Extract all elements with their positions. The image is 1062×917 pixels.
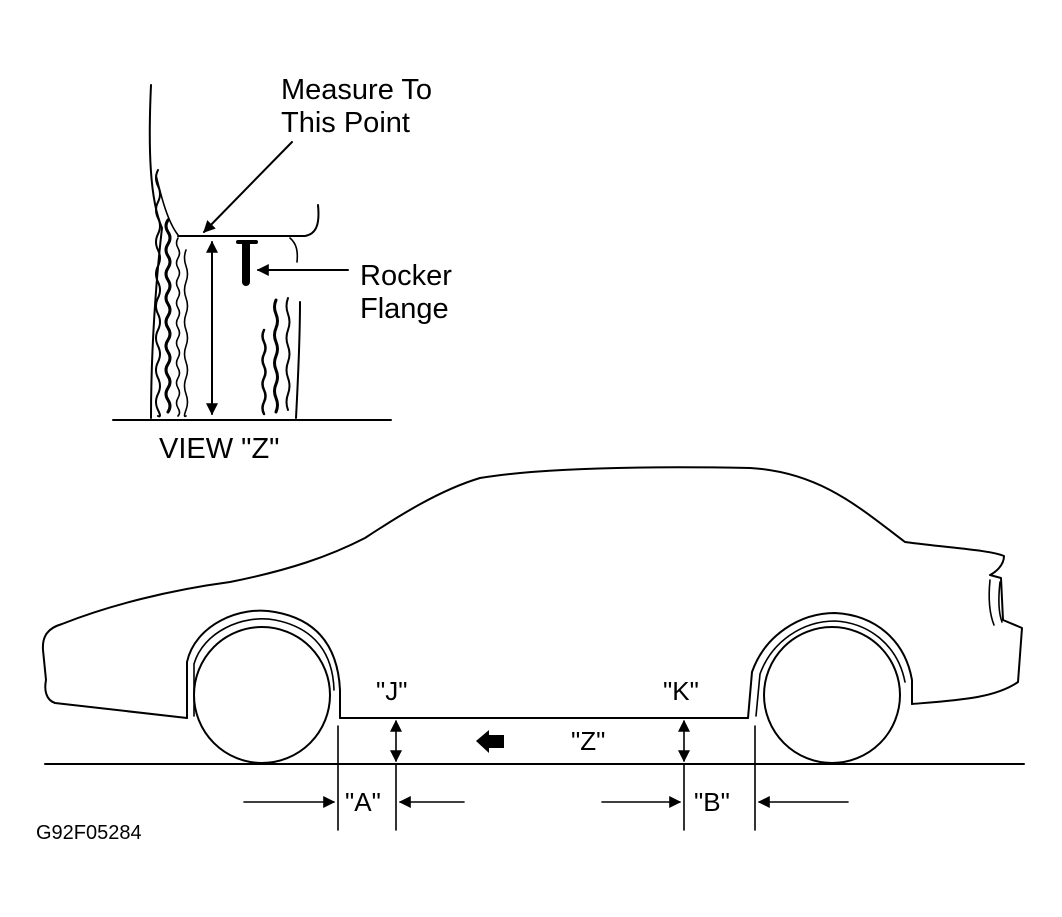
detail-tire-right-wave-3 xyxy=(285,297,291,411)
figure-id: G92F05284 xyxy=(36,822,142,844)
detail-tire-left-outline-inner xyxy=(155,174,179,236)
car-rear-bumper-detail xyxy=(988,579,1003,626)
detail-tire-left-wave-2 xyxy=(164,218,172,414)
view-caption: VIEW "Z" xyxy=(159,433,279,465)
rocker-label-line1: Rocker xyxy=(360,260,452,292)
detail-tire-left-wave-1 xyxy=(155,169,161,418)
detail-tire-left-outline xyxy=(148,84,163,419)
front-wheel-arch xyxy=(186,609,341,719)
detail-view-z: Measure To This Point Rocker Flange VIEW… xyxy=(112,74,452,465)
measure-point-leader-arrow xyxy=(203,141,293,233)
front-wheel xyxy=(193,626,331,764)
detail-tire-left-wave-3 xyxy=(175,237,181,417)
label-j: "J" xyxy=(376,676,407,706)
rear-wheel-arch xyxy=(747,612,913,719)
detail-rocker-panel xyxy=(177,204,320,237)
measure-label-line1: Measure To xyxy=(281,74,432,106)
label-a: "A" xyxy=(345,787,381,817)
front-wheel-arch-inner xyxy=(193,618,335,717)
measure-label-line2: This Point xyxy=(281,107,410,139)
label-b: "B" xyxy=(694,787,730,817)
label-k: "K" xyxy=(663,676,699,706)
forward-direction-arrow xyxy=(476,730,504,753)
detail-tire-right-wave-1 xyxy=(261,328,267,416)
rear-wheel xyxy=(763,626,901,764)
rear-wheel-arch-inner xyxy=(755,620,906,717)
detail-tire-right-outline xyxy=(295,301,301,419)
detail-tire-left-wave-4 xyxy=(183,249,189,418)
car-body-outline xyxy=(41,466,1023,719)
rocker-label-line2: Flange xyxy=(360,293,449,325)
detail-rocker-panel-lip xyxy=(289,237,299,263)
detail-tire-right-wave-2 xyxy=(273,298,279,414)
car-side-view: "J" "K" "Z" "A" "B" xyxy=(41,466,1025,831)
label-z: "Z" xyxy=(571,726,605,756)
